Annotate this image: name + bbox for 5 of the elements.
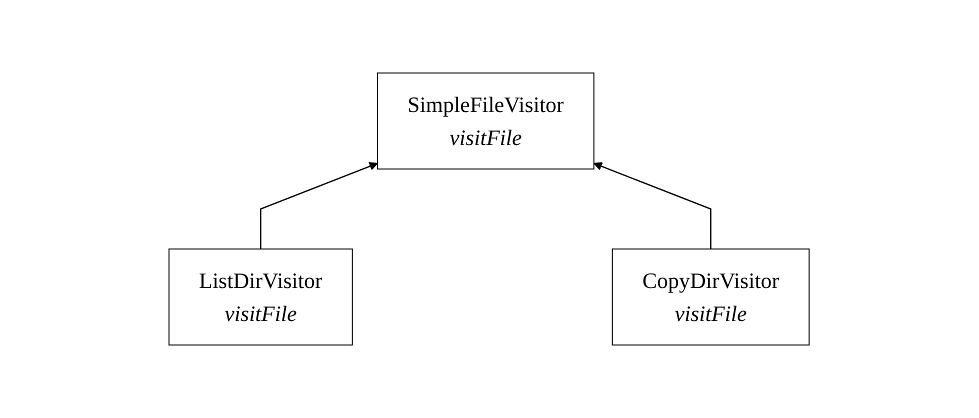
arrow (594, 162, 712, 249)
arrow (260, 162, 378, 249)
node-box: SimpleFileVisitor visitFile (377, 72, 595, 170)
node-box: ListDirVisitor visitFile (168, 248, 354, 346)
node-box: CopyDirVisitor visitFile (612, 248, 810, 346)
